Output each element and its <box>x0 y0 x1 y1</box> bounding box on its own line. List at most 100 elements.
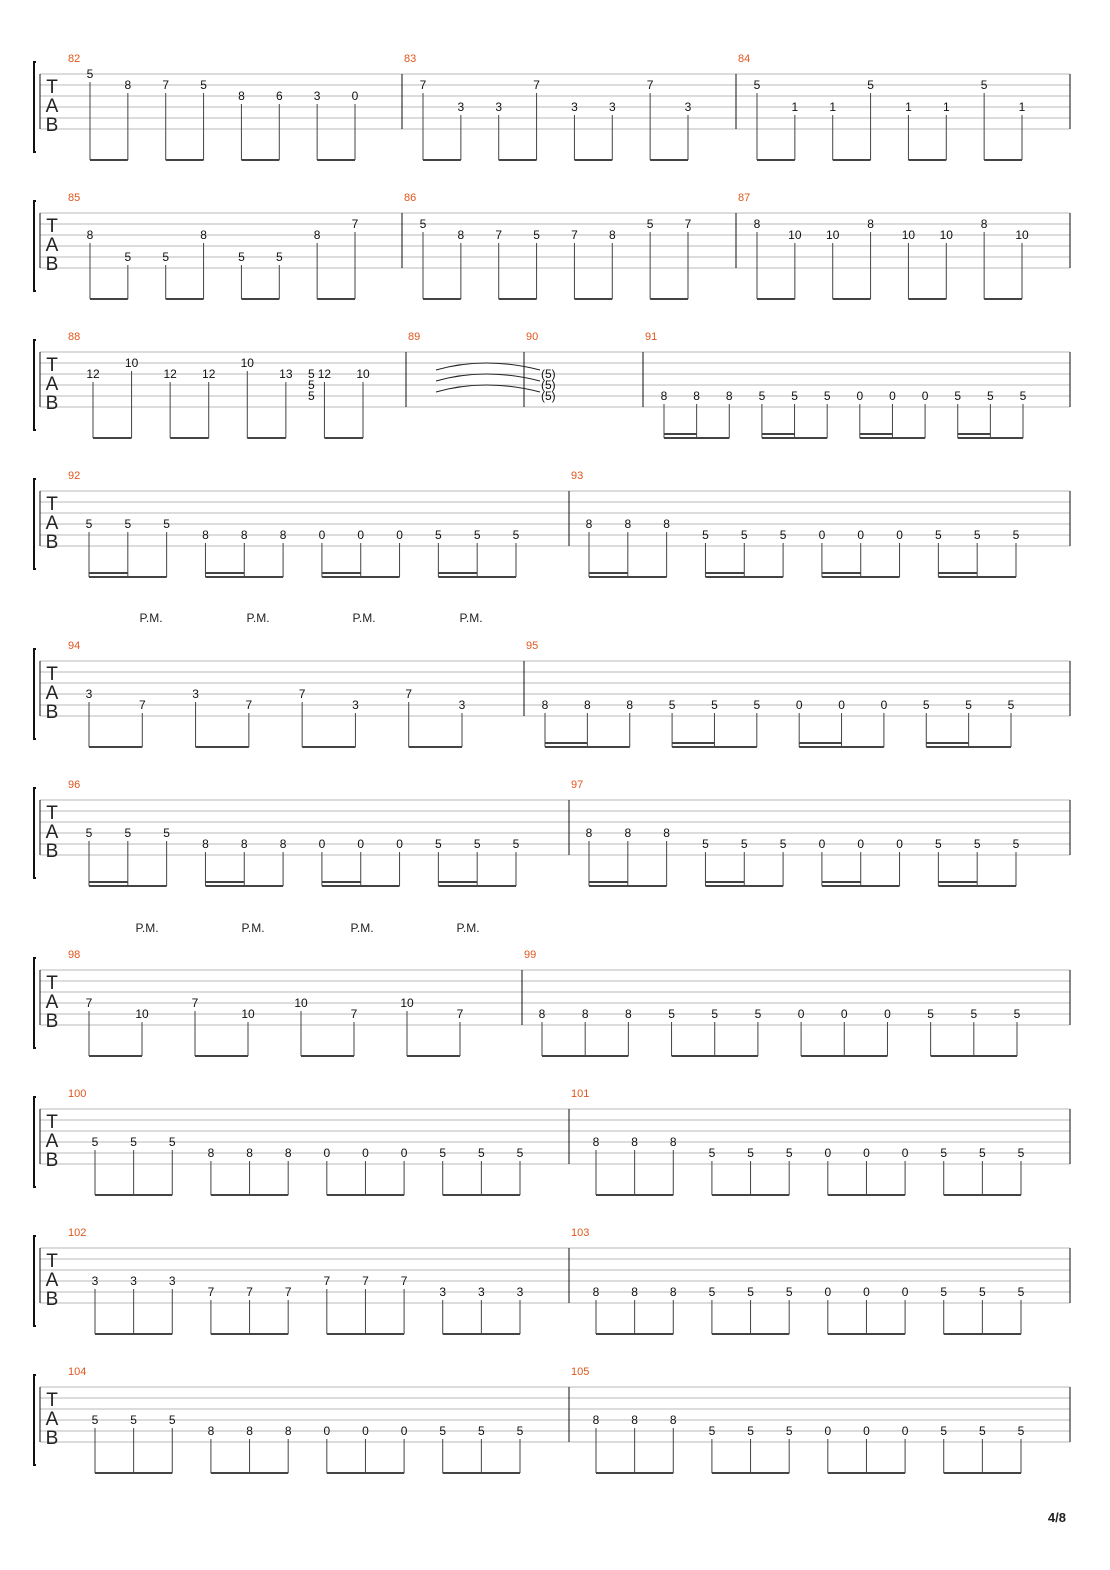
fret-number: 5 <box>87 67 94 81</box>
measure-number: 89 <box>408 331 420 343</box>
fret-number: 5 <box>979 1424 986 1438</box>
fret-number: 8 <box>200 228 207 242</box>
fret-number: 8 <box>625 1007 632 1021</box>
tie-arc <box>435 384 541 393</box>
fret-number: 8 <box>631 1413 638 1427</box>
fret-number: 3 <box>169 1274 176 1288</box>
measure-number: 97 <box>571 779 583 791</box>
fret-number: 5 <box>974 528 981 542</box>
chord-note: 5 <box>308 367 315 381</box>
fret-number: 8 <box>661 389 668 403</box>
palm-mute-mark: P.M. <box>246 611 269 625</box>
fret-number: 8 <box>726 389 733 403</box>
fret-number: 5 <box>747 1146 754 1160</box>
fret-number: 5 <box>970 1007 977 1021</box>
fret-number: 5 <box>517 1424 524 1438</box>
system-bracket <box>33 1374 36 1466</box>
fret-number: 5 <box>711 698 718 712</box>
fret-number: 5 <box>1008 698 1015 712</box>
fret-number: 13 <box>279 367 293 381</box>
fret-number: 5 <box>940 1424 947 1438</box>
fret-number: 8 <box>584 698 591 712</box>
measure-number: 93 <box>571 470 583 482</box>
fret-number: 5 <box>935 528 942 542</box>
fret-number: 5 <box>169 1135 176 1149</box>
fret-number: 5 <box>130 1413 137 1427</box>
fret-number: 8 <box>586 517 593 531</box>
system-bracket <box>33 787 36 879</box>
fret-number: 5 <box>940 1285 947 1299</box>
fret-number: 7 <box>285 1285 292 1299</box>
fret-number: 0 <box>841 1007 848 1021</box>
fret-number: 10 <box>902 228 916 242</box>
fret-number: 10 <box>241 1007 255 1021</box>
fret-number: 5 <box>92 1413 99 1427</box>
fret-number: 5 <box>669 698 676 712</box>
fret-number: 8 <box>539 1007 546 1021</box>
measure-number: 96 <box>68 779 80 791</box>
fret-number: 8 <box>663 517 670 531</box>
fret-number: 10 <box>788 228 802 242</box>
fret-number: 5 <box>786 1285 793 1299</box>
tab-clef-letter: A <box>46 374 59 395</box>
fret-number: 8 <box>582 1007 589 1021</box>
fret-number: 0 <box>863 1285 870 1299</box>
palm-mute-mark: P.M. <box>352 611 375 625</box>
fret-number: 8 <box>202 528 209 542</box>
fret-number: 5 <box>709 1285 716 1299</box>
fret-number: 5 <box>702 528 709 542</box>
fret-number: 5 <box>238 250 245 264</box>
measure-number: 100 <box>68 1088 86 1100</box>
fret-number: 5 <box>867 78 874 92</box>
fret-number: 8 <box>754 217 761 231</box>
fret-number: 8 <box>285 1146 292 1160</box>
fret-number: 5 <box>162 250 169 264</box>
measure-number: 94 <box>68 640 80 652</box>
measure-number: 101 <box>571 1088 589 1100</box>
palm-mute-mark: P.M. <box>135 921 158 935</box>
chord-note: (5) <box>541 389 556 403</box>
palm-mute-mark: P.M. <box>241 921 264 935</box>
tab-clef-letter: B <box>46 115 59 136</box>
fret-number: 0 <box>401 1424 408 1438</box>
fret-number: 8 <box>87 228 94 242</box>
fret-number: 5 <box>780 528 787 542</box>
fret-number: 5 <box>1014 1007 1021 1021</box>
fret-number: 5 <box>474 528 481 542</box>
system-bracket <box>33 339 36 431</box>
tab-clef-letter: B <box>46 393 59 414</box>
fret-number: 5 <box>439 1146 446 1160</box>
fret-number: 0 <box>902 1285 909 1299</box>
fret-number: 8 <box>125 78 132 92</box>
fret-number: 8 <box>208 1146 215 1160</box>
tab-clef-letter: A <box>46 992 59 1013</box>
fret-number: 0 <box>396 837 403 851</box>
fret-number: 0 <box>819 837 826 851</box>
fret-number: 8 <box>285 1424 292 1438</box>
fret-number: 8 <box>246 1146 253 1160</box>
tab-clef-letter: A <box>46 683 59 704</box>
fret-number: 8 <box>542 698 549 712</box>
fret-number: 5 <box>420 217 427 231</box>
measure-number: 104 <box>68 1366 86 1378</box>
tab-clef-letter: B <box>46 1428 59 1449</box>
fret-number: 7 <box>405 687 412 701</box>
fret-number: 7 <box>192 996 199 1010</box>
fret-number: 10 <box>135 1007 149 1021</box>
fret-number: 5 <box>92 1135 99 1149</box>
tab-clef-letter: A <box>46 96 59 117</box>
fret-number: 5 <box>927 1007 934 1021</box>
fret-number: 8 <box>981 217 988 231</box>
measure-number: 87 <box>738 192 750 204</box>
palm-mute-mark: P.M. <box>459 611 482 625</box>
fret-number: 5 <box>647 217 654 231</box>
fret-number: 5 <box>1020 389 1027 403</box>
fret-number: 5 <box>754 78 761 92</box>
measure-number: 84 <box>738 53 750 65</box>
fret-number: 3 <box>685 100 692 114</box>
fret-number: 5 <box>747 1285 754 1299</box>
fret-number: 8 <box>208 1424 215 1438</box>
fret-number: 8 <box>202 837 209 851</box>
